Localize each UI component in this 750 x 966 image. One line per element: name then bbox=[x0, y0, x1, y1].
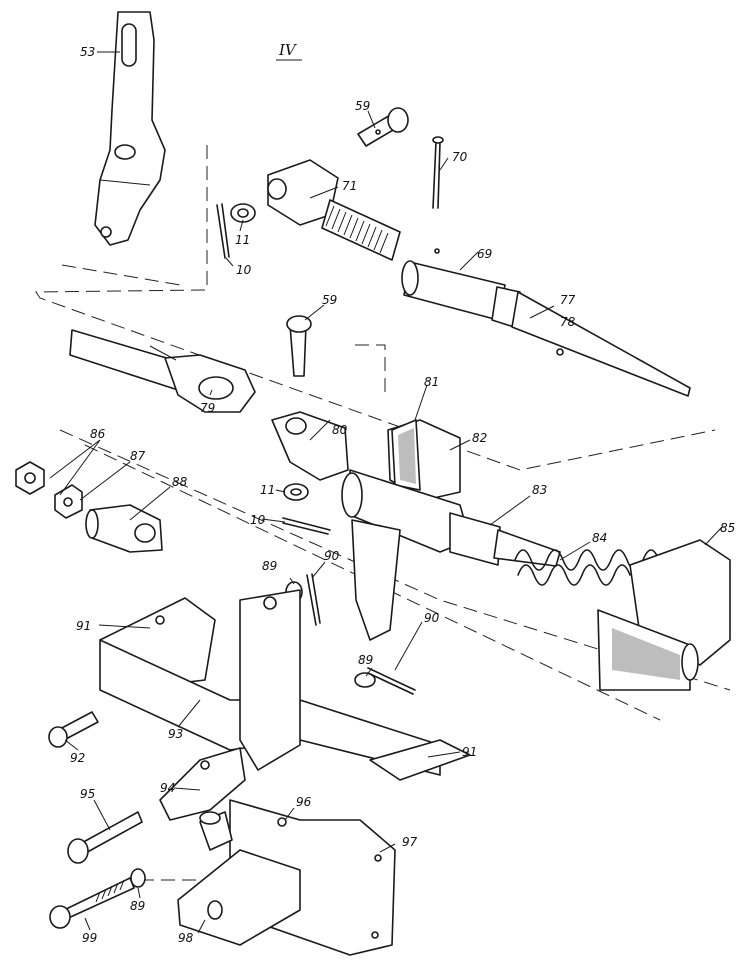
callout-96: 96 bbox=[296, 795, 312, 809]
callout-80: 80 bbox=[332, 423, 348, 437]
callout-labels: 53 59 70 71 11 10 69 77 78 59 79 81 82 8… bbox=[70, 45, 735, 945]
callout-95: 95 bbox=[80, 787, 95, 801]
callout-94: 94 bbox=[160, 781, 175, 795]
cotter-pin-part-90-upper bbox=[306, 573, 321, 626]
callout-79: 79 bbox=[200, 401, 215, 415]
callout-71: 71 bbox=[342, 179, 357, 193]
cotter-pin-part-10-upper bbox=[216, 203, 230, 259]
cotter-pin-part-10-lower bbox=[282, 517, 331, 535]
nut-part-86 bbox=[15, 461, 45, 495]
callout-92: 92 bbox=[70, 751, 85, 765]
callout-11-upper: 11 bbox=[235, 233, 250, 247]
fork-part-71 bbox=[267, 159, 401, 261]
callout-86: 86 bbox=[90, 427, 106, 441]
section-label: IV bbox=[278, 41, 298, 59]
callout-93: 93 bbox=[168, 727, 183, 741]
callout-97: 97 bbox=[402, 835, 418, 849]
screw-part-99 bbox=[49, 877, 135, 929]
callout-59-lower: 59 bbox=[322, 293, 337, 307]
leader-lines bbox=[49, 51, 723, 934]
callout-89-lower: 89 bbox=[358, 653, 373, 667]
housing-part-85 bbox=[597, 539, 731, 691]
callout-70: 70 bbox=[452, 150, 468, 164]
lever-part-53 bbox=[94, 11, 166, 246]
lever-plate-part-94 bbox=[159, 747, 246, 821]
washer-part-11-upper bbox=[230, 203, 256, 223]
callout-53: 53 bbox=[80, 45, 95, 59]
callout-10-lower: 10 bbox=[250, 513, 266, 527]
callout-90-upper: 90 bbox=[324, 549, 340, 563]
callout-77: 77 bbox=[560, 293, 576, 307]
callout-91-left: 91 bbox=[76, 619, 91, 633]
callout-89-upper: 89 bbox=[262, 559, 277, 573]
shaft-part-83 bbox=[341, 469, 561, 641]
block-part-98 bbox=[177, 811, 301, 946]
callout-98: 98 bbox=[178, 931, 194, 945]
rod-end-part-88 bbox=[85, 504, 163, 553]
callout-83: 83 bbox=[532, 483, 547, 497]
callout-87: 87 bbox=[130, 449, 146, 463]
clevis-pin-part-59-upper bbox=[357, 107, 409, 147]
callout-82: 82 bbox=[472, 431, 487, 445]
base-bracket-part-93 bbox=[99, 589, 471, 781]
callout-59-upper: 59 bbox=[355, 99, 370, 113]
callout-89-bottom: 89 bbox=[130, 899, 145, 913]
tab-washer-part-87 bbox=[54, 484, 83, 519]
callout-99: 99 bbox=[82, 931, 97, 945]
washer-part-89-lower bbox=[354, 672, 376, 688]
callout-84: 84 bbox=[592, 531, 607, 545]
callout-78: 78 bbox=[560, 315, 576, 329]
callout-88: 88 bbox=[172, 475, 188, 489]
washer-part-11-lower bbox=[283, 483, 309, 501]
bracket-part-82 bbox=[387, 419, 461, 501]
callout-91-right: 91 bbox=[462, 745, 477, 759]
tie-rod-part-79 bbox=[69, 329, 256, 413]
washer-part-89-bottom bbox=[130, 868, 146, 888]
callout-90-lower: 90 bbox=[424, 611, 440, 625]
callout-81: 81 bbox=[424, 375, 439, 389]
bolt-part-92 bbox=[48, 711, 99, 748]
callout-11-lower: 11 bbox=[260, 483, 275, 497]
clevis-pin-part-59-lower bbox=[286, 315, 312, 377]
rod-part-69 bbox=[401, 248, 691, 397]
callout-85: 85 bbox=[720, 521, 735, 535]
callout-69: 69 bbox=[477, 247, 492, 261]
bolt-part-95 bbox=[67, 811, 143, 864]
cotter-pin-part-70 bbox=[432, 136, 444, 209]
fork-part-80 bbox=[271, 411, 349, 481]
cotter-pin-part-90-lower bbox=[367, 667, 416, 695]
callout-10-upper: 10 bbox=[236, 263, 252, 277]
